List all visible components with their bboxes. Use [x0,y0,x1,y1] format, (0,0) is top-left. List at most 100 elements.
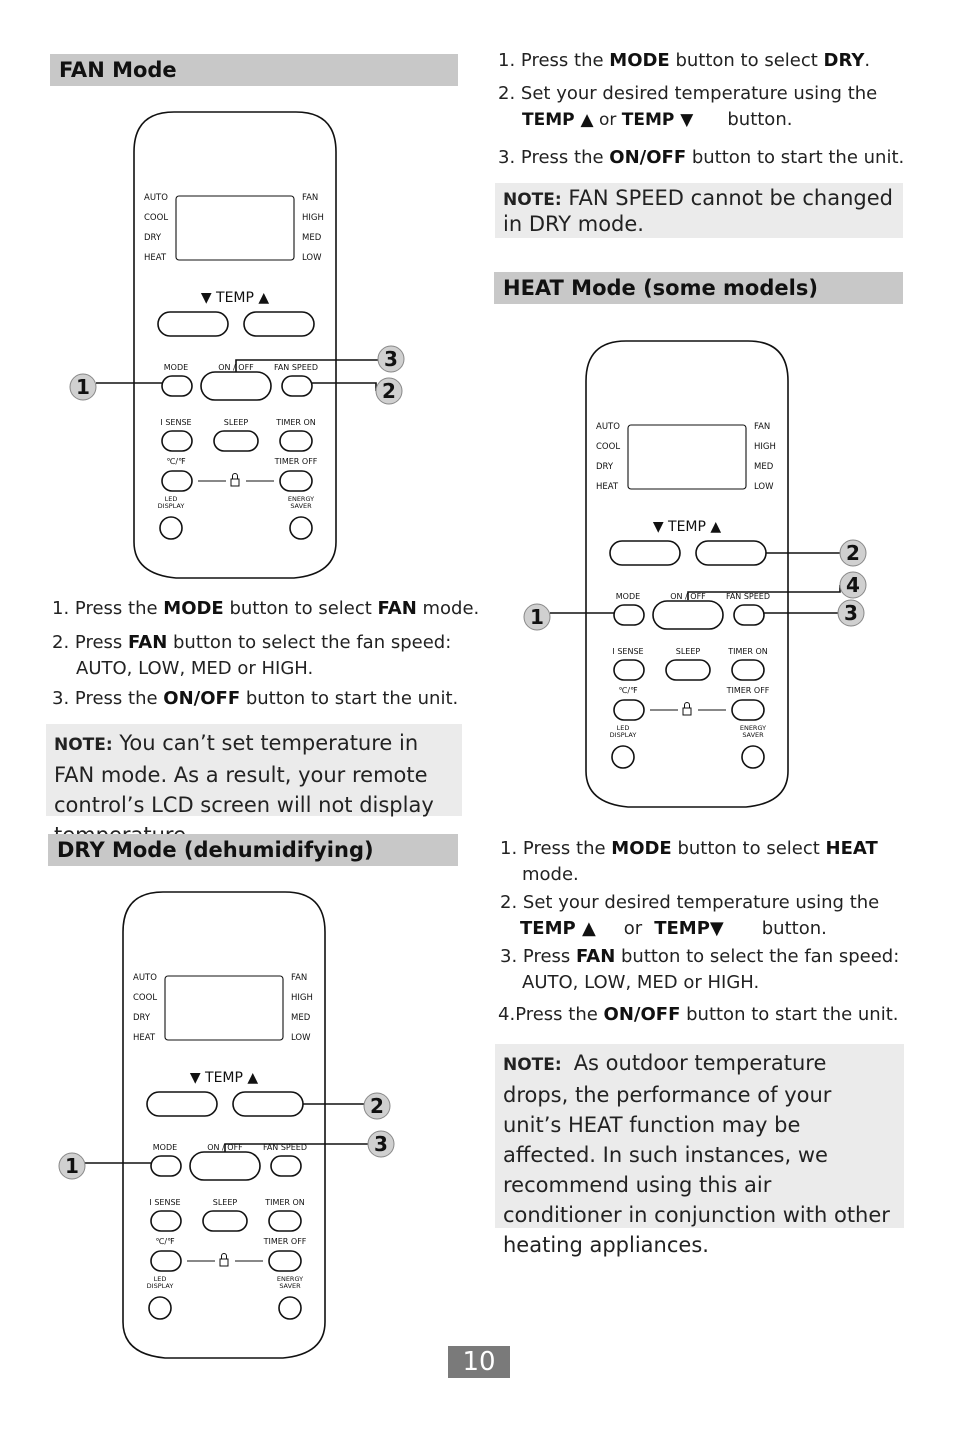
fan-timeron-button [279,430,313,452]
fan-lock-icon [230,478,240,487]
dry-led-display-button [148,1296,172,1320]
fan-fan-label-high: HIGH [302,213,324,223]
heat-callout-2-number: 2 [846,541,860,565]
heat-step-3: 3. Press FAN button to select the fan sp… [500,946,900,993]
heat-fan-label-fan: FAN [754,422,770,432]
dry-timeroff-button [268,1250,302,1272]
fan-isense-btn-label: I SENSE [160,418,191,427]
dry-mode-label-dry: DRY [133,1013,151,1023]
fan-fan-label-med: MED [302,233,322,243]
heat-callout-1-number: 1 [530,605,544,629]
dry-isense-button [150,1210,182,1232]
heat-temp-up-button [695,540,767,566]
heat-saver-label: SAVER [742,731,764,739]
fan-led-display-button [159,516,183,540]
heat-lcd-screen [627,424,747,490]
fan-step-3: 3. Press the ON/OFF button to start the … [52,688,459,709]
dry-fan-label-fan: FAN [291,973,307,983]
fan-step-1: 1. Press the MODE button to select FAN m… [52,598,480,619]
dry-lock-shackle-icon [221,1253,227,1259]
fan-mode-label-auto: AUTO [144,193,168,203]
dry-fan-label-low: LOW [291,1033,311,1043]
fan-timeron-btn-label: TIMER ON [275,418,316,427]
dry-callout-2-number: 2 [370,1094,384,1118]
heat-mode-label-heat: HEAT [596,482,619,492]
dry-mode-label-cool: COOL [133,993,157,1003]
heat-remote-body [585,340,789,808]
fan-mode-heading: FAN Mode [50,54,458,86]
heat-energy-saver-button [741,745,765,769]
heat-fanspeed-btn-label: FAN SPEED [726,592,770,601]
fan-onoff-button [200,371,272,401]
heat-step-2: 2. Set your desired temperature using th… [500,892,880,939]
dry-temp-down-button [146,1091,218,1117]
heat-callout-4-circle [839,571,867,599]
fan-sleep-btn-label: SLEEP [224,418,249,427]
fan-fanspeed-btn-label: FAN SPEED [274,363,318,372]
dry-energy-label: ENERGY [277,1275,303,1283]
fan-mode-btn-label: MODE [164,363,188,372]
heat-step-4: 4.Press the ON/OFF button to start the u… [498,1004,899,1025]
heat-callout-3-circle [837,599,865,627]
heat-led-label: LED [617,724,630,732]
dry-sleep-button [202,1210,248,1232]
heat-onoff-button [652,600,724,630]
heat-isense-button [613,659,645,681]
fan-fan-label-low: LOW [302,253,322,263]
dry-callout-1-circle [58,1152,86,1180]
heat-callout-1-circle [523,603,551,631]
fan-callout-1-circle [69,373,97,401]
heat-callout-2-circle [839,539,867,567]
dry-mode-label-heat: HEAT [133,1033,156,1043]
heat-mode-label-cool: COOL [596,442,620,452]
dry-callout-3-leader [224,1143,368,1152]
heat-callout-4-number: 4 [846,573,860,597]
fan-timeroff-button [279,470,313,492]
heat-fanspeed-button [733,604,765,626]
dry-energy-saver-button [278,1296,302,1320]
dry-lcd-screen [164,975,284,1041]
fan-mode-label-dry: DRY [144,233,162,243]
heat-mode-button [613,604,645,626]
fan-led-label: LED [165,495,178,503]
fan-callout-3-circle [377,345,405,373]
dry-step-3: 3. Press the ON/OFF button to start the … [498,147,905,168]
fan-mode-button [161,375,193,397]
heat-unit-btn-label: ℃/℉ [618,686,638,695]
dry-isense-btn-label: I SENSE [149,1198,180,1207]
fan-saver-label: SAVER [290,502,312,510]
heat-sleep-btn-label: SLEEP [676,647,701,656]
heat-temp-down-button [609,540,681,566]
dry-lock-icon [219,1258,229,1267]
fan-sleep-button [213,430,259,452]
dry-callout-3-circle [367,1130,395,1158]
fan-callout-3-number: 3 [384,347,398,371]
fan-callout-2-number: 2 [382,379,396,403]
dry-mode-label-auto: AUTO [133,973,157,983]
dry-remote-body [122,891,326,1359]
heat-timeroff-btn-label: TIMER OFF [726,686,770,695]
dry-led-label: LED [154,1275,167,1283]
fan-temp-label: ▼ TEMP ▲ [201,290,270,306]
heat-mode-label-dry: DRY [596,462,614,472]
dry-temp-label: ▼ TEMP ▲ [190,1070,259,1086]
dry-callout-1-number: 1 [65,1154,79,1178]
heat-step-1: 1. Press the MODE button to select HEAT … [500,838,878,885]
fan-callout-1-number: 1 [76,375,90,399]
fan-temp-down-button [157,311,229,337]
fan-unit-btn-label: ℃/℉ [166,457,186,466]
dry-unit-button [150,1250,182,1272]
fan-step-2: 2. Press FAN button to select the fan sp… [52,632,452,679]
dry-mode-button [150,1155,182,1177]
dry-timeron-button [268,1210,302,1232]
dry-step-2: 2. Set your desired temperature using th… [498,83,878,130]
fan-fanspeed-button [281,375,313,397]
dry-saver-label: SAVER [279,1282,301,1290]
dry-mode-btn-label: MODE [153,1143,177,1152]
dry-step-1: 1. Press the MODE button to select DRY. [498,50,871,71]
heat-energy-label: ENERGY [740,724,766,732]
fan-callout-2-circle [375,377,403,405]
dry-mode-heading: DRY Mode (dehumidifying) [48,834,458,866]
